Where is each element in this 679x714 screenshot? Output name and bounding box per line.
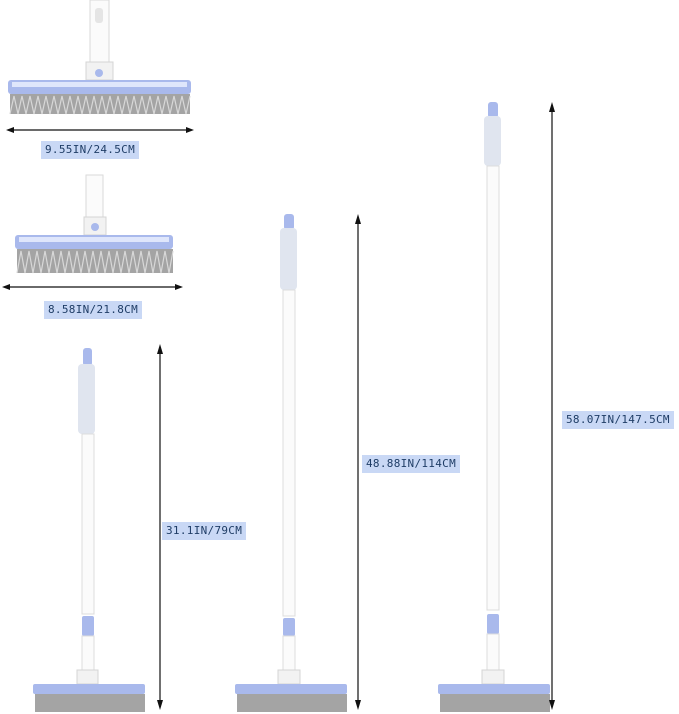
label-broom-short-height: 31.1IN/79CM bbox=[162, 522, 247, 540]
height-arrow-short bbox=[157, 344, 163, 710]
label-head-small-width: 8.58IN/21.8CM bbox=[44, 301, 142, 319]
broom-long bbox=[438, 102, 550, 712]
width-arrow-small bbox=[2, 284, 183, 290]
width-arrow-large bbox=[6, 127, 194, 133]
brush-head-small bbox=[15, 174, 174, 274]
broom-medium bbox=[235, 214, 347, 712]
label-broom-medium-height: 48.88IN/114CM bbox=[362, 455, 460, 473]
height-arrow-medium bbox=[355, 214, 361, 710]
brush-head-large bbox=[8, 0, 191, 115]
label-broom-long-height: 58.07IN/147.5CM bbox=[562, 411, 674, 429]
height-arrow-long bbox=[549, 102, 555, 710]
broom-short bbox=[33, 348, 145, 712]
label-head-large-width: 9.55IN/24.5CM bbox=[41, 141, 139, 159]
